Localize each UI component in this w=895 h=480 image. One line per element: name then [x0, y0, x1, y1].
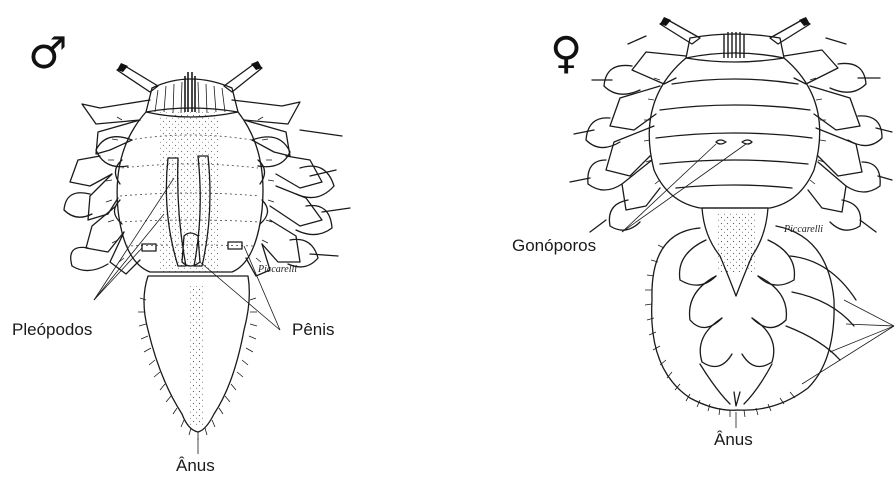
label-penis: Pênis: [292, 320, 335, 340]
male-symbol: ♂: [28, 32, 67, 76]
male-head-bristles: [155, 72, 225, 113]
female-segment-lines: [656, 79, 812, 188]
label-anus-male: Ânus: [176, 456, 215, 476]
label-gonopores: Gonóporos: [512, 236, 596, 256]
female-gonopores: [716, 140, 752, 144]
female-leader-lines: [622, 144, 894, 428]
male-legs-right: [232, 100, 350, 276]
male-figure: [64, 61, 350, 454]
female-oostegites: [680, 240, 856, 404]
female-anus-slit: [734, 392, 740, 406]
female-symbol: ♀: [550, 32, 582, 76]
female-head-bristles: [724, 32, 744, 58]
label-pleopods: Pleópodos: [12, 320, 92, 340]
female-head: [686, 34, 784, 62]
female-antennae: [660, 17, 810, 44]
female-pereion-setae: [644, 78, 826, 184]
male-antennae: [117, 61, 262, 92]
female-legs-right: [784, 38, 892, 232]
female-artist-signature: Piccarelli: [784, 224, 823, 235]
female-legs-left: [570, 36, 686, 232]
female-figure: [570, 17, 894, 428]
male-artist-signature: Piccarelli: [258, 264, 297, 275]
male-legs-left: [64, 100, 150, 274]
label-anus-female: Ânus: [714, 430, 753, 450]
